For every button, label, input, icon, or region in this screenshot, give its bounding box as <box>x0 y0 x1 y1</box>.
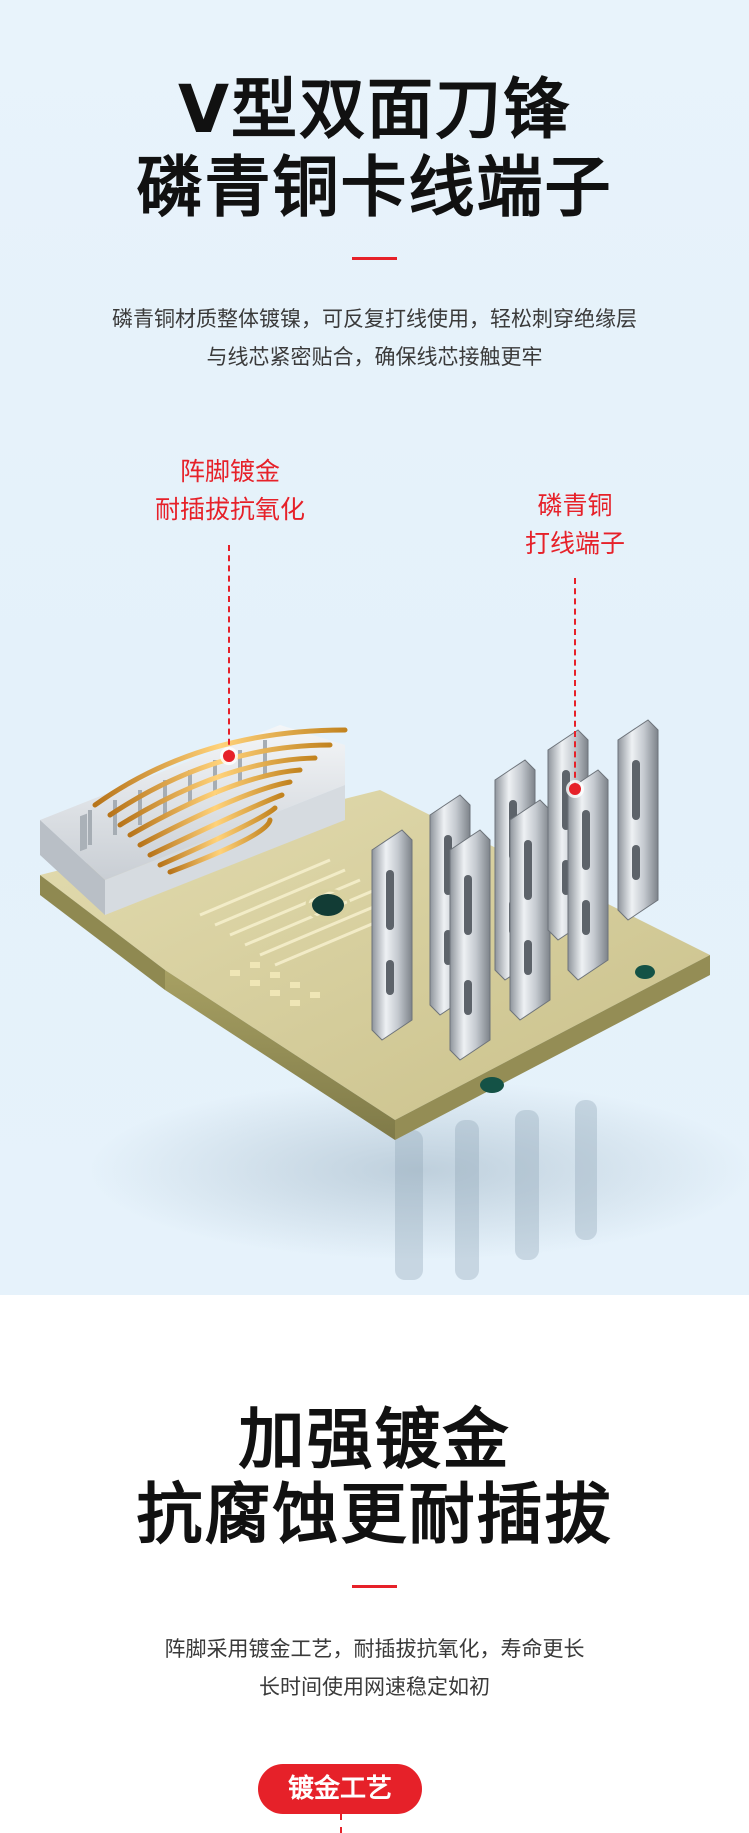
callout-left-line1: 阵脚镀金 <box>179 457 280 486</box>
section2-desc-line2: 长时间使用网速稳定如初 <box>259 1675 490 1699</box>
section1-title-line2: 磷青铜卡线端子 <box>136 149 613 226</box>
callout-left-marker <box>223 750 235 762</box>
gold-plating-badge: 镀金工艺 <box>258 1764 422 1814</box>
section1-desc-line2: 与线芯紧密贴合，确保线芯接触更牢 <box>206 345 543 369</box>
section1-title-line1: V型双面刀锋 <box>177 71 572 148</box>
section1-desc-line1: 磷青铜材质整体镀镍，可反复打线使用，轻松刺穿绝缘层 <box>112 307 637 331</box>
connector-module-illustration <box>40 719 749 1280</box>
section2-divider <box>352 1585 397 1588</box>
feature-section-blade: V型双面刀锋 磷青铜卡线端子 磷青铜材质整体镀镍，可反复打线使用，轻松刺穿绝缘层… <box>0 0 749 1295</box>
callout-left: 阵脚镀金 耐插拔抗氧化 <box>130 453 330 529</box>
badge-leader <box>340 1814 342 1833</box>
section1-divider <box>352 257 397 260</box>
callout-left-leader <box>228 545 230 755</box>
callout-right-line1: 磷青铜 <box>537 491 613 520</box>
section2-title-line2: 抗腐蚀更耐插拔 <box>136 1476 613 1553</box>
callout-left-line2: 耐插拔抗氧化 <box>154 495 305 524</box>
callout-right-leader <box>574 578 576 788</box>
section2-desc-line1: 阵脚采用镀金工艺，耐插拔抗氧化，寿命更长 <box>164 1637 585 1661</box>
section2-title-line1: 加强镀金 <box>238 1401 511 1478</box>
callout-right-line2: 打线端子 <box>524 529 625 558</box>
callout-right: 磷青铜 打线端子 <box>475 487 675 563</box>
callout-right-marker <box>569 783 581 795</box>
